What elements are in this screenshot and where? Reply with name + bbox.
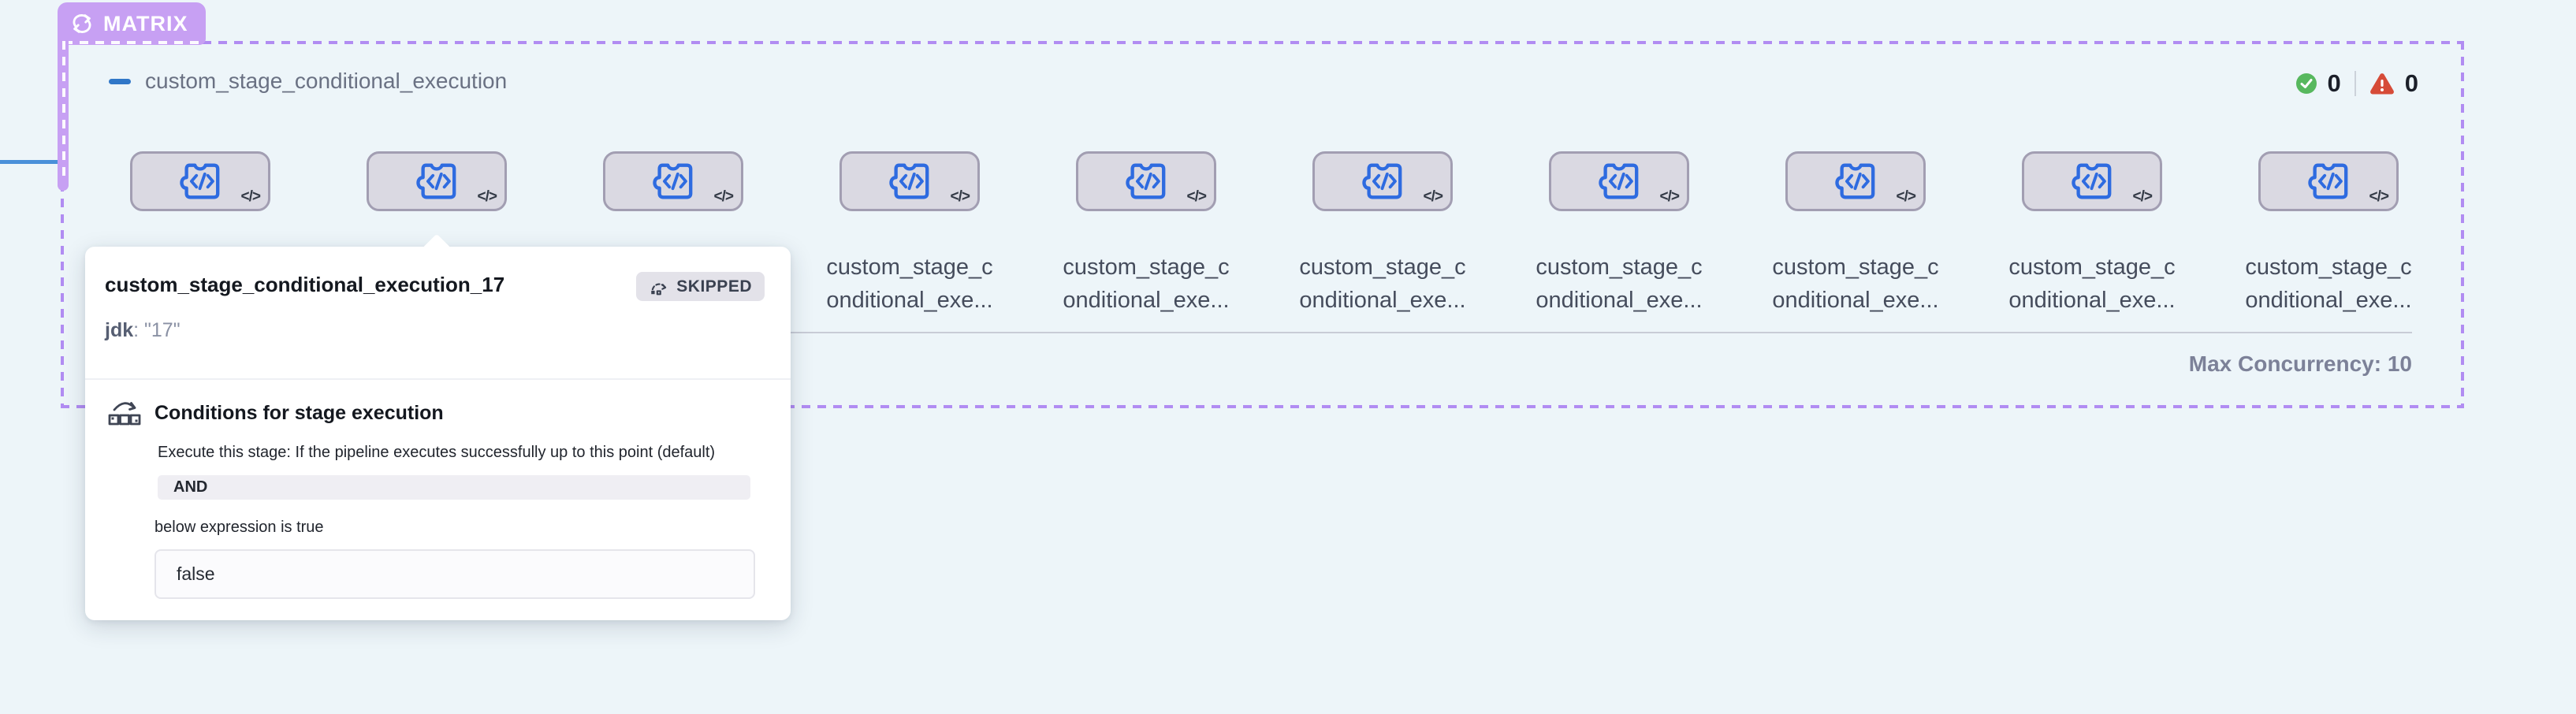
conditions-subheading: below expression is true	[154, 519, 324, 536]
stage-node-box[interactable]: </>	[1549, 151, 1689, 211]
matrix-stage-node-1[interactable]: </> custom_stage_conditional_exe...	[117, 151, 284, 313]
pipeline-connector-line	[0, 160, 59, 164]
code-glyph: </>	[1423, 188, 1444, 205]
dashed-border-bottom	[61, 405, 2464, 408]
code-glyph: </>	[713, 188, 735, 205]
stage-node-box[interactable]: </>	[367, 151, 507, 211]
popover-stage-title: custom_stage_conditional_execution_17	[105, 273, 505, 296]
error-warning-icon	[2369, 73, 2394, 94]
matrix-stage-node-3[interactable]: </> custom_stage_conditional_exe...	[590, 151, 757, 313]
stage-node-box[interactable]: </>	[1312, 151, 1453, 211]
stage-details-popover: custom_stage_conditional_execution_17 SK…	[85, 233, 791, 620]
param-value: : "17"	[133, 319, 181, 341]
conditions-heading: Conditions for stage execution	[154, 402, 444, 424]
custom-stage-icon	[416, 163, 456, 199]
counts-divider	[2354, 71, 2356, 96]
param-key: jdk	[105, 319, 134, 341]
dashed-border-right	[2461, 41, 2464, 408]
custom-stage-icon	[1126, 163, 1166, 199]
custom-stage-icon	[2072, 163, 2112, 199]
matrix-group-container	[61, 41, 2464, 408]
stage-node-box[interactable]: </>	[2258, 151, 2399, 211]
custom-stage-icon	[1362, 163, 1402, 199]
code-glyph: </>	[240, 188, 262, 205]
matrix-badge[interactable]: MATRIX	[58, 2, 206, 45]
dashed-border-left	[61, 41, 64, 408]
conditional-execution-icon	[108, 402, 141, 426]
operator-bar: AND	[158, 475, 750, 500]
status-badge: SKIPPED	[636, 272, 765, 301]
code-glyph: </>	[950, 188, 971, 205]
dashed-border-top	[61, 41, 2464, 44]
conditions-description: Execute this stage: If the pipeline exec…	[158, 444, 716, 461]
matrix-badge-label: MATRIX	[103, 11, 188, 35]
loop-icon	[73, 14, 91, 33]
custom-stage-icon	[2308, 163, 2348, 199]
stage-node-box[interactable]: </>	[603, 151, 743, 211]
collapse-toggle-icon[interactable]	[109, 79, 131, 84]
skipped-icon	[651, 283, 667, 295]
custom-stage-icon	[1835, 163, 1875, 199]
code-glyph: </>	[2369, 188, 2390, 205]
stage-node-box[interactable]: </>	[1076, 151, 1216, 211]
custom-stage-icon	[653, 163, 693, 199]
success-count: 0	[2327, 69, 2341, 97]
stage-status-counts: 0 0	[2295, 69, 2418, 98]
custom-stage-icon	[180, 163, 220, 199]
error-count: 0	[2404, 69, 2418, 97]
stage-node-box[interactable]: </>	[130, 151, 270, 211]
popover-divider	[85, 378, 791, 380]
stage-parameter: jdk: "17"	[105, 319, 181, 342]
code-glyph: </>	[1186, 188, 1208, 205]
matrix-accent-bar	[58, 41, 69, 191]
matrix-group-title: custom_stage_conditional_execution	[145, 69, 508, 93]
matrix-stage-node-2[interactable]: </> custom_stage_conditional_exe...	[353, 151, 520, 313]
stage-node-box[interactable]: </>	[2022, 151, 2162, 211]
expression-value-field: false	[154, 549, 755, 599]
stage-node-box[interactable]: </>	[1785, 151, 1926, 211]
stage-node-box[interactable]: </>	[839, 151, 980, 211]
code-glyph: </>	[1896, 188, 1917, 205]
custom-stage-icon	[1599, 163, 1639, 199]
status-badge-label: SKIPPED	[676, 277, 752, 296]
code-glyph: </>	[2132, 188, 2153, 205]
matrix-nodes-row: </> custom_stage_conditional_exe... </> …	[117, 151, 2412, 313]
custom-stage-icon	[889, 163, 929, 199]
matrix-footer-divider	[110, 332, 2412, 333]
code-glyph: </>	[1659, 188, 1681, 205]
code-glyph: </>	[477, 188, 498, 205]
success-check-icon	[2295, 73, 2317, 94]
max-concurrency-label: Max Concurrency: 10	[2188, 351, 2412, 376]
